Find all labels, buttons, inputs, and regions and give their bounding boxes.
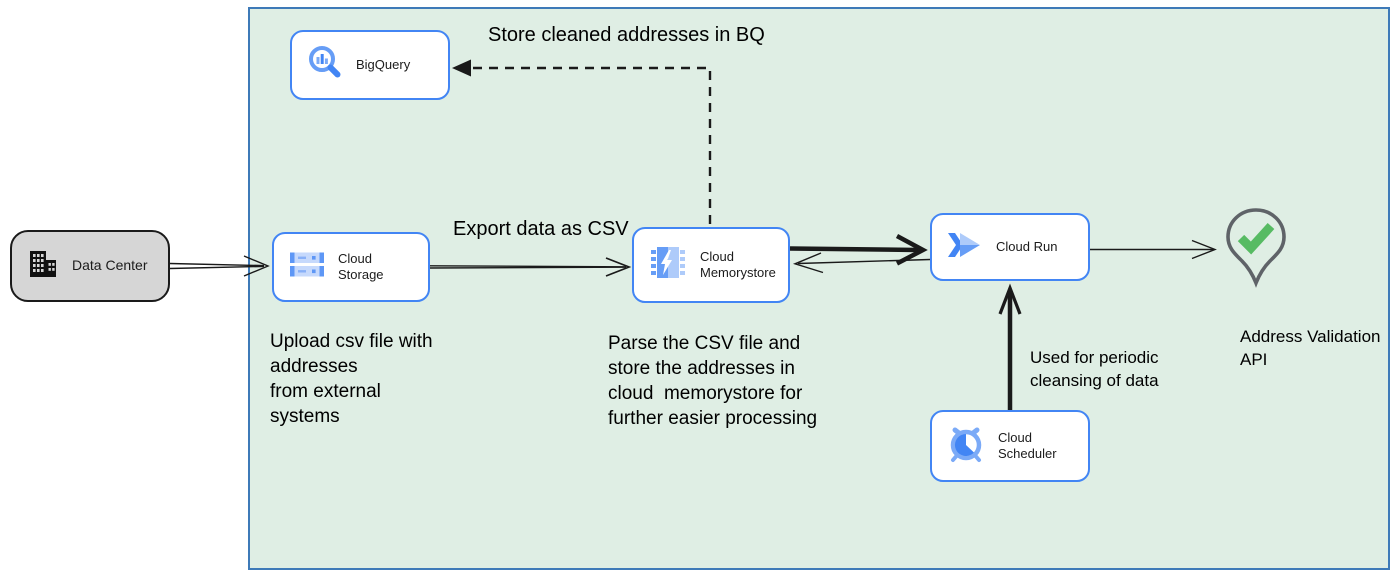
node-label: Cloud Memorystore: [700, 248, 776, 280]
node-cloud-scheduler[interactable]: Cloud Scheduler: [930, 410, 1090, 482]
label-store-cleaned-addresses: Store cleaned addresses in BQ: [488, 24, 765, 46]
address-validation-pin[interactable]: [1220, 206, 1292, 315]
node-cloud-run[interactable]: Cloud Run: [930, 213, 1090, 281]
node-cloud-memorystore[interactable]: Cloud Memorystore: [632, 227, 790, 303]
cloud-run-chevron-icon: [946, 229, 984, 266]
map-pin-icon: [1226, 208, 1286, 288]
note-parse-csv: Parse the CSV file and store the address…: [608, 333, 818, 429]
building-icon: [26, 248, 60, 285]
gcp-zone: [248, 7, 1390, 570]
label-address-validation-api: Address Validation API: [1240, 327, 1381, 369]
node-data-center[interactable]: Data Center: [10, 230, 170, 302]
note-periodic-cleansing: Used for periodic cleansing of data: [1030, 348, 1159, 390]
label-export-data-csv: Export data as CSV: [453, 218, 629, 240]
scheduler-clock-icon: [946, 424, 986, 469]
checkmark-icon: [1237, 222, 1275, 255]
note-upload-csv: Upload csv file with addresses from exte…: [270, 331, 433, 427]
memorystore-chip-icon: [648, 244, 688, 287]
node-label: Data Center: [72, 257, 148, 274]
node-label: BigQuery: [356, 56, 411, 72]
node-label: Cloud Scheduler: [998, 429, 1057, 461]
node-label: Cloud Run: [996, 238, 1058, 254]
storage-buckets-icon: [288, 250, 326, 285]
node-bigquery[interactable]: BigQuery: [290, 30, 450, 100]
bigquery-magnifier-icon: [306, 44, 344, 87]
node-label: Cloud Storage: [338, 250, 384, 282]
node-cloud-storage[interactable]: Cloud Storage: [272, 232, 430, 302]
